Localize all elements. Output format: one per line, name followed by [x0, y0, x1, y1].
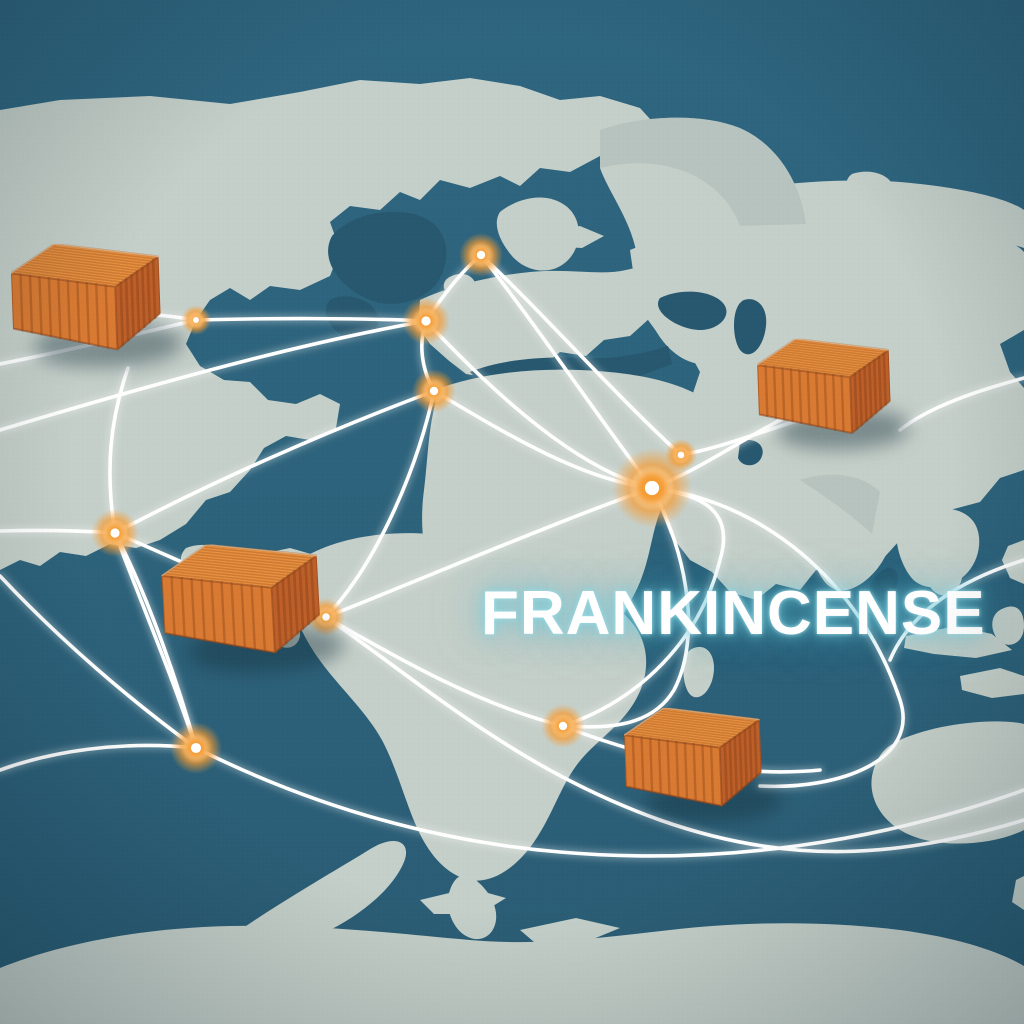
route-far-east-mid — [888, 558, 1024, 662]
node-red-sea-core — [677, 451, 685, 459]
land-new-zealand — [1012, 876, 1024, 910]
node-north-atlantic-core — [193, 317, 199, 323]
route-capehorn-west-1 — [0, 574, 198, 750]
page-title: FRANKINCENSE — [481, 579, 986, 648]
container-south-africa-body — [623, 706, 763, 807]
land-black-sea — [658, 291, 727, 330]
land-india — [795, 474, 893, 591]
land-scandinavia — [496, 197, 579, 271]
route-capeofhope-to-hubarc — [561, 488, 726, 728]
container-north-america[interactable] — [10, 240, 184, 371]
route-hub-to-cape — [561, 486, 691, 729]
node-north-atlantic[interactable] — [181, 305, 211, 335]
container-south-asia-highlight — [756, 338, 889, 366]
container-north-america-highlight — [10, 243, 159, 275]
route-iberia-west-lower — [0, 319, 428, 432]
route-brazil-to-southeast — [324, 615, 1024, 854]
container-south-africa[interactable] — [623, 705, 783, 826]
route-hub-to-indian-ocean — [650, 486, 905, 789]
land-madagascar — [683, 646, 714, 698]
container-south-america-corrugation — [164, 546, 316, 653]
container-south-america-top-face — [161, 544, 317, 588]
container-north-america-body — [10, 243, 162, 351]
route-iberia-to-natlantic — [194, 316, 428, 323]
route-capehorn-west-2 — [0, 743, 198, 772]
node-iberia[interactable] — [402, 297, 450, 345]
container-south-america[interactable] — [160, 539, 345, 676]
land-arctic-islands-2 — [402, 108, 546, 152]
node-cape-of-good-hope-core — [558, 721, 568, 731]
container-south-africa-corrugation — [626, 709, 758, 806]
container-south-asia-top-face — [757, 338, 889, 378]
node-caribbean-core — [110, 528, 120, 538]
node-caribbean[interactable] — [91, 509, 139, 557]
node-hub-horn-of-africa-core — [644, 480, 660, 496]
route-redsea-to-northeurope — [479, 253, 683, 457]
node-west-africa[interactable] — [412, 369, 456, 413]
container-south-africa-left-face — [624, 735, 722, 806]
container-south-asia-corrugation — [759, 340, 887, 433]
container-south-asia-left-face — [757, 365, 852, 434]
land-caspian-sea — [734, 299, 767, 355]
land-antarctic-peninsula — [240, 840, 407, 942]
container-south-america-highlight — [161, 543, 317, 577]
node-cape-of-good-hope[interactable] — [541, 704, 585, 748]
land-indonesia-2 — [960, 668, 1024, 698]
route-brazil-to-capeofhope — [324, 615, 565, 728]
node-red-sea[interactable] — [665, 439, 697, 471]
container-north-america-corrugation — [13, 245, 157, 349]
land-north-america — [0, 78, 660, 570]
land-arctic-islands — [262, 156, 404, 198]
node-iberia-core — [421, 316, 431, 326]
node-northern-europe-core — [476, 250, 486, 260]
node-brazil-coast-core — [322, 613, 330, 621]
land-arctic-isl-ru — [540, 226, 604, 248]
route-capehorn-to-north — [113, 531, 198, 750]
land-shading — [600, 117, 880, 534]
node-cape-horn-core — [190, 742, 202, 754]
node-cape-horn[interactable] — [170, 722, 222, 774]
container-south-asia-body — [756, 337, 892, 435]
land-indonesia-1 — [904, 626, 1012, 658]
land-borneo — [992, 606, 1024, 645]
land-antarctic-isl — [420, 888, 506, 914]
route-far-east-top — [898, 376, 1024, 432]
node-west-africa-core — [429, 386, 439, 396]
container-north-america-top-face — [11, 244, 159, 287]
node-northern-europe[interactable] — [459, 233, 503, 277]
container-south-africa-top-face — [624, 707, 760, 748]
land-antarctic-isl-2 — [520, 918, 620, 942]
container-south-asia[interactable] — [756, 336, 911, 452]
land-novaya-zemlya — [700, 188, 766, 210]
land-indochina — [924, 556, 963, 596]
land-lake-baikal — [870, 567, 898, 602]
land-antarctic-isl-3 — [672, 938, 790, 962]
trade-hub-node-layer — [91, 233, 697, 774]
land-hudson-bay — [328, 211, 447, 304]
container-north-america-left-face — [11, 273, 118, 350]
land-europe — [418, 265, 700, 378]
route-capehorn-to-east — [194, 746, 1024, 858]
container-south-america-left-face — [161, 575, 275, 653]
route-hub-to-brazil — [324, 486, 654, 619]
land-australia — [871, 721, 1024, 844]
land-japan — [1002, 414, 1024, 470]
route-westafrica-to-caribbean — [113, 389, 436, 535]
route-westafrica-to-brazil — [324, 389, 436, 619]
land-persian-gulf — [738, 439, 763, 466]
container-south-america-body — [160, 543, 321, 654]
container-south-africa-highlight — [623, 707, 760, 736]
